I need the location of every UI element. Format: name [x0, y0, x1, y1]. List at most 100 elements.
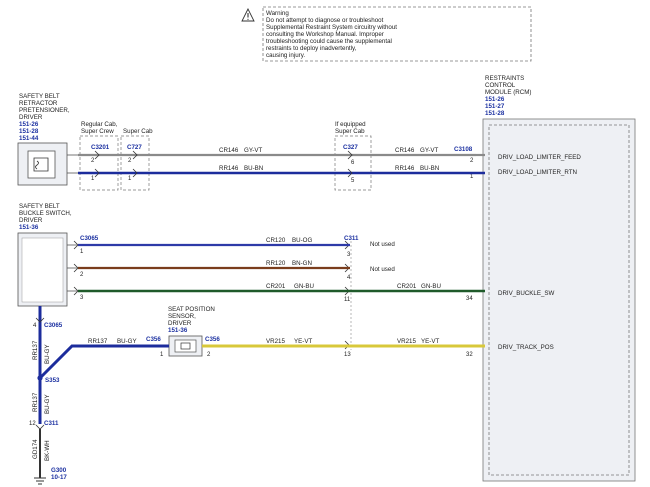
svg-text:2: 2: [91, 158, 95, 164]
svg-text:151-36: 151-36: [168, 327, 188, 334]
svg-text:C3108: C3108: [454, 146, 473, 153]
warning-line: causing injury.: [266, 52, 305, 59]
super-cab-note: Super Cab: [123, 128, 153, 135]
rcm-label: RESTRAINTS CONTROL MODULE (RCM) 151-26 1…: [485, 75, 531, 117]
svg-text:SEAT POSITION: SEAT POSITION: [168, 306, 215, 313]
svg-text:YE-VT: YE-VT: [421, 338, 439, 345]
svg-text:GN-BU: GN-BU: [294, 283, 314, 290]
connector-c3201: C3201 2 1: [91, 144, 110, 182]
svg-text:BU-GY: BU-GY: [117, 338, 137, 345]
svg-text:151-27: 151-27: [485, 103, 505, 110]
svg-text:GY-VT: GY-VT: [420, 147, 439, 154]
seat-sensor-label: SEAT POSITION SENSOR, DRIVER 151-36: [168, 306, 215, 334]
if-equipped-note: Super Cab: [335, 128, 365, 135]
connector-c727: C727 2 1: [127, 144, 142, 182]
svg-text:RR146: RR146: [395, 165, 415, 172]
svg-text:151-28: 151-28: [485, 110, 505, 117]
rcm-pin-number: 2: [470, 158, 474, 164]
svg-text:BU-BN: BU-BN: [244, 165, 263, 172]
svg-text:SENSOR,: SENSOR,: [168, 313, 196, 320]
svg-text:C327: C327: [343, 144, 358, 151]
regular-cab-note: Super Crew: [81, 128, 114, 135]
svg-text:VR215: VR215: [266, 338, 285, 345]
svg-text:PRETENSIONER,: PRETENSIONER,: [19, 107, 70, 114]
rcm-pin-label: DRIV_BUCKLE_SW: [498, 290, 555, 297]
squib-icon: [35, 160, 39, 170]
connector-c311-top: C311 3 4 11 13: [344, 235, 359, 358]
svg-text:5: 5: [351, 178, 355, 184]
warning-line: troubleshooting could cause the suppleme…: [266, 38, 392, 45]
svg-text:2: 2: [207, 352, 211, 358]
svg-text:RETRACTOR: RETRACTOR: [19, 100, 58, 107]
svg-text:S353: S353: [45, 377, 60, 384]
not-used-label: Not used: [370, 241, 395, 248]
svg-text:3: 3: [80, 295, 84, 301]
svg-text:RR146: RR146: [219, 165, 239, 172]
pretensioner-label: SAFETY BELT RETRACTOR PRETENSIONER, DRIV…: [19, 93, 70, 142]
connector-c311-bottom: 12 C311: [29, 420, 59, 430]
warning-line: Do not attempt to diagnose or troublesho…: [266, 17, 384, 24]
svg-text:SAFETY BELT: SAFETY BELT: [19, 203, 60, 210]
svg-text:BK-WH: BK-WH: [44, 440, 51, 461]
svg-text:12: 12: [29, 421, 36, 427]
svg-text:CR120: CR120: [266, 237, 286, 244]
option-boxes: Regular Cab, Super Crew Super Cab If equ…: [79, 121, 372, 191]
warning-line: restraints to deploy inadvertently,: [266, 45, 357, 52]
if-equipped-note: If equipped: [335, 121, 366, 128]
connector-c327: C327 6 5: [343, 144, 358, 184]
warning-line: Supplemental Restraint System circuitry …: [266, 24, 397, 31]
svg-text:BU-OG: BU-OG: [292, 237, 312, 244]
wire-vr215: VR215 YE-VT VR215 YE-VT: [202, 338, 485, 348]
svg-text:151-44: 151-44: [19, 135, 39, 142]
not-used-label: Not used: [370, 266, 395, 273]
buckle-component: [17, 232, 68, 307]
svg-text:BU-GY: BU-GY: [44, 344, 51, 364]
wire-rr137: RR137 BU-GY RR137 BU-GY RR137 BU-GY: [32, 306, 169, 424]
wire-cr201: CR201 GN-BU CR201 GN-BU: [78, 283, 485, 293]
wire-gd174: GD174 BK-WH: [32, 429, 51, 478]
svg-text:VR215: VR215: [397, 338, 416, 345]
svg-text:1: 1: [91, 176, 95, 182]
svg-text:BUCKLE SWITCH,: BUCKLE SWITCH,: [19, 210, 72, 217]
warning-line: consulting the Workshop Manual. Improper: [266, 31, 384, 38]
svg-text:C3065: C3065: [80, 235, 99, 242]
warning-box: Warning Do not attempt to diagnose or tr…: [241, 6, 532, 62]
svg-text:151-28: 151-28: [19, 128, 39, 135]
rcm-pin-number: 1: [470, 174, 474, 180]
svg-text:GN-BU: GN-BU: [421, 283, 441, 290]
svg-text:RR137: RR137: [32, 340, 39, 360]
svg-text:151-36: 151-36: [19, 224, 39, 231]
svg-text:3: 3: [347, 252, 351, 258]
svg-text:RR120: RR120: [266, 260, 286, 267]
svg-text:C311: C311: [344, 235, 359, 242]
svg-text:YE-VT: YE-VT: [294, 338, 312, 345]
connector-c3108: C3108: [454, 146, 473, 153]
svg-text:C727: C727: [127, 144, 142, 151]
svg-text:4: 4: [33, 323, 37, 329]
svg-text:MODULE (RCM): MODULE (RCM): [485, 89, 531, 96]
svg-text:G300: G300: [51, 467, 67, 474]
rcm-pin-number: 34: [466, 296, 473, 302]
rcm-pin-label: DRIV_LOAD_LIMITER_RTN: [498, 169, 577, 176]
svg-text:DRIVER: DRIVER: [168, 320, 192, 327]
svg-text:10-17: 10-17: [51, 474, 67, 481]
svg-text:CR201: CR201: [266, 283, 286, 290]
svg-text:C3201: C3201: [91, 144, 110, 151]
rcm-pin-label: DRIV_TRACK_POS: [498, 344, 554, 351]
svg-text:BN-GN: BN-GN: [292, 260, 312, 267]
svg-text:2: 2: [128, 158, 132, 164]
svg-text:CR201: CR201: [397, 283, 417, 290]
wire-rr120: RR120 BN-GN Not used: [78, 260, 395, 273]
wire-rr146: RR146 BU-BN RR146 BU-BN: [78, 165, 485, 175]
svg-text:11: 11: [344, 297, 351, 303]
connector-c3065-bottom: 4 C3065: [33, 317, 63, 329]
sensor-icon: [180, 342, 191, 350]
svg-text:C311: C311: [44, 420, 59, 427]
svg-text:1: 1: [80, 249, 84, 255]
pretensioner-component: [17, 142, 78, 186]
svg-text:1: 1: [160, 352, 164, 358]
svg-text:CR146: CR146: [219, 147, 239, 154]
svg-text:BU-GY: BU-GY: [44, 394, 51, 414]
ground-g300: G300 10-17: [34, 467, 67, 485]
regular-cab-note: Regular Cab,: [81, 121, 118, 128]
